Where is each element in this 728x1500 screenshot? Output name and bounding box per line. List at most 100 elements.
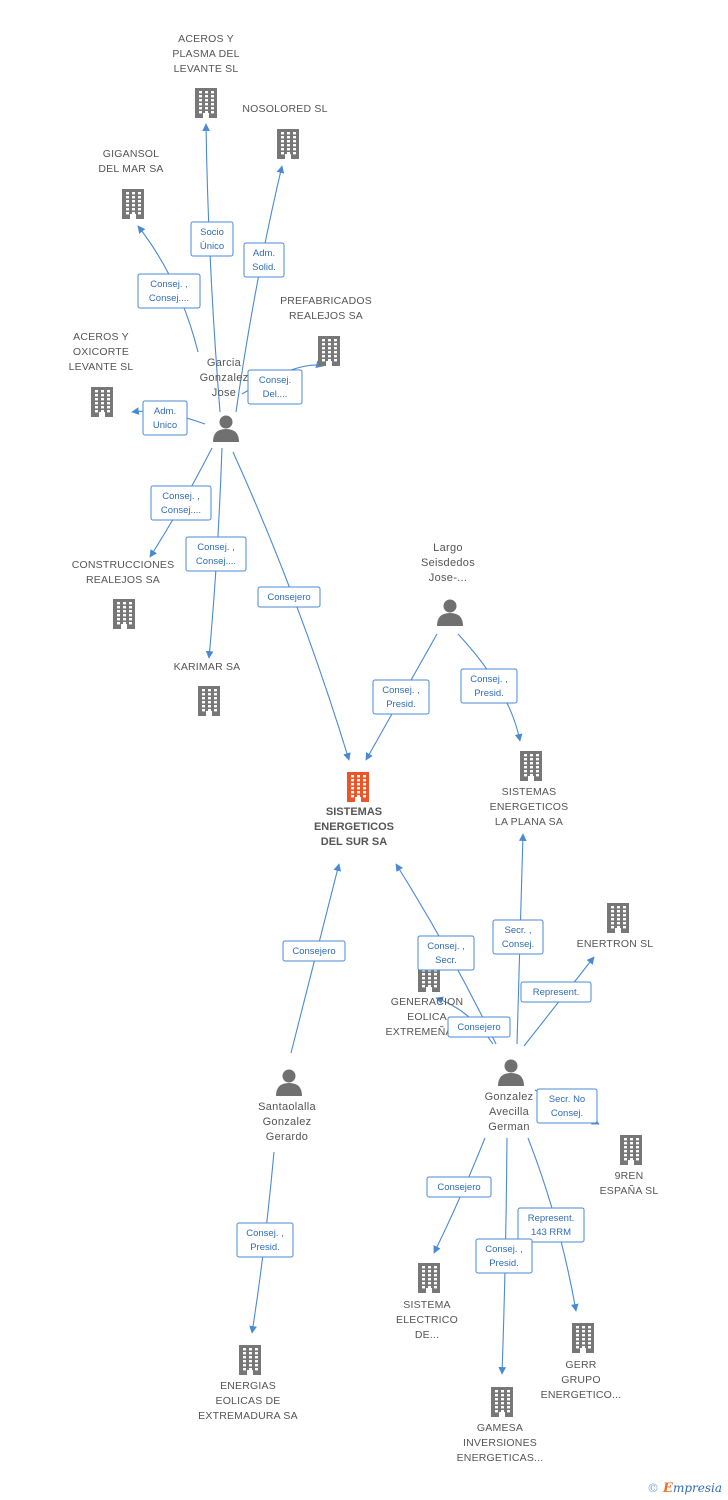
- edge-label-text: Consej.: [551, 1108, 583, 1119]
- node-construcciones[interactable]: CONSTRUCCIONES REALEJOS SA: [72, 559, 175, 629]
- node-label: GIGANSOL: [103, 148, 159, 160]
- company-building-icon: [418, 1263, 440, 1293]
- node-label: Jose: [212, 387, 236, 399]
- node-enertron[interactable]: ENERTRON SL: [577, 903, 654, 950]
- edge-label-text: Consejero: [437, 1182, 480, 1193]
- edge-label[interactable]: Consej. , Presid.: [460, 668, 518, 704]
- node-label: Gerardo: [266, 1131, 308, 1143]
- edge-label[interactable]: Represent. 143 RRM: [517, 1207, 585, 1243]
- node-label: ACEROS Y: [178, 33, 234, 45]
- edge-label-text: Consej. ,: [470, 674, 508, 685]
- edge-label-text: Presid.: [386, 699, 416, 710]
- node-label: ENERGETICAS...: [457, 1452, 544, 1464]
- node-la_plana[interactable]: SISTEMAS ENERGETICOS LA PLANA SA: [490, 751, 569, 828]
- node-label: ENERGETICOS: [314, 821, 394, 833]
- edge-label-text: Represent.: [528, 1213, 574, 1224]
- node-label: EOLICAS DE: [215, 1395, 280, 1407]
- edge-label[interactable]: Consej.Del....: [247, 369, 303, 405]
- node-label: NOSOLORED SL: [242, 103, 327, 115]
- company-building-icon: [318, 336, 340, 366]
- company-building-icon: [620, 1135, 642, 1165]
- edge-label-text: 143 RRM: [531, 1227, 571, 1238]
- node-label: ENERGIAS: [220, 1380, 276, 1392]
- edge-label[interactable]: Secr. ,Consej.: [492, 919, 544, 955]
- edge-label[interactable]: Consej. ,Presid.: [236, 1222, 294, 1258]
- node-label: INVERSIONES: [463, 1437, 537, 1449]
- node-label: LEVANTE SL: [69, 361, 134, 373]
- node-prefabricados[interactable]: PREFABRICADOS REALEJOS SA: [280, 295, 372, 366]
- edge-label-text: Consej. ,: [382, 685, 420, 696]
- company-building-icon: [122, 189, 144, 219]
- company-building-icon: [491, 1387, 513, 1417]
- edge-garcia-to-aceros_plasma: [202, 123, 221, 413]
- node-label: GRUPO: [561, 1374, 601, 1386]
- node-label: Avecilla: [489, 1106, 530, 1118]
- company-building-icon: [520, 751, 542, 781]
- node-sistema_electrico[interactable]: SISTEMAELECTRICODE...: [396, 1263, 458, 1341]
- edge-garcia-to-nosolored: [235, 165, 285, 413]
- node-gamesa[interactable]: GAMESAINVERSIONESENERGETICAS...: [457, 1387, 544, 1464]
- edge-label[interactable]: Consejero: [282, 940, 346, 962]
- edge-label[interactable]: Consej. ,Consej....: [137, 273, 201, 309]
- edge-label[interactable]: Consej. ,Secr.: [417, 935, 475, 971]
- node-label: Gonzalez: [263, 1116, 312, 1128]
- node-label: SISTEMAS: [502, 786, 557, 798]
- node-label: PREFABRICADOS: [280, 295, 372, 307]
- edge-label-text: Secr.: [435, 955, 457, 966]
- node-main[interactable]: SISTEMAS ENERGETICOS DEL SUR SA: [314, 772, 394, 848]
- node-label: ELECTRICO: [396, 1314, 458, 1326]
- node-label: ESPAÑA SL: [600, 1184, 659, 1197]
- node-gerr[interactable]: GERRGRUPOENERGETICO...: [541, 1323, 622, 1401]
- edge-label-text: Consej. ,: [485, 1244, 523, 1255]
- edge-label-text: Presid.: [250, 1242, 280, 1253]
- edge-label[interactable]: Consej. , Presid.: [475, 1238, 533, 1274]
- edge-label[interactable]: Consejero: [426, 1176, 492, 1198]
- main-company-building-icon: [347, 772, 369, 802]
- node-label: REALEJOS SA: [289, 310, 363, 322]
- edge-label-text: Solid.: [252, 262, 276, 273]
- node-label: CONSTRUCCIONES: [72, 559, 175, 571]
- edge-label[interactable]: Consejero: [447, 1016, 511, 1038]
- node-label: SISTEMAS: [326, 806, 382, 818]
- node-karimar[interactable]: KARIMAR SA: [174, 661, 241, 716]
- node-label: REALEJOS SA: [86, 574, 160, 586]
- node-label: 9REN: [615, 1170, 644, 1182]
- node-label: LA PLANA SA: [495, 816, 563, 828]
- brand-name: mpresia: [672, 1481, 722, 1495]
- edge-label[interactable]: Consej. ,Consej....: [150, 485, 212, 521]
- node-label: Seisdedos: [421, 557, 475, 569]
- edge-label-text: Presid.: [474, 688, 504, 699]
- edge-label[interactable]: Consejero: [257, 586, 321, 608]
- edge-label-text: Presid.: [489, 1258, 519, 1269]
- company-building-icon: [239, 1345, 261, 1375]
- node-largo[interactable]: LargoSeisdedosJose-...: [421, 542, 475, 626]
- node-nosolored[interactable]: NOSOLORED SL: [242, 103, 327, 159]
- edge-label-text: Socio: [200, 227, 224, 238]
- edge-label-text: Consej. ,: [150, 279, 188, 290]
- company-building-icon: [198, 686, 220, 716]
- edge-label[interactable]: Adm.Unico: [142, 400, 188, 436]
- node-label: ENERGETICOS: [490, 801, 569, 813]
- edge-label-text: Adm.: [154, 406, 176, 417]
- company-building-icon: [113, 599, 135, 629]
- edge-label[interactable]: Consej. ,Consej....: [185, 536, 247, 572]
- node-label: Gonzalez: [485, 1091, 534, 1103]
- node-label: DE...: [415, 1329, 439, 1341]
- node-label: EOLICA: [407, 1011, 447, 1023]
- edge-label[interactable]: Adm.Solid.: [243, 242, 285, 278]
- node-nueve_ren[interactable]: 9REN ESPAÑA SL: [600, 1135, 659, 1197]
- edge-label[interactable]: Represent.: [520, 981, 592, 1003]
- edge-label[interactable]: Consej. , Presid.: [372, 679, 430, 715]
- node-label: DEL SUR SA: [321, 836, 387, 848]
- edge-label-text: Consejero: [457, 1022, 500, 1033]
